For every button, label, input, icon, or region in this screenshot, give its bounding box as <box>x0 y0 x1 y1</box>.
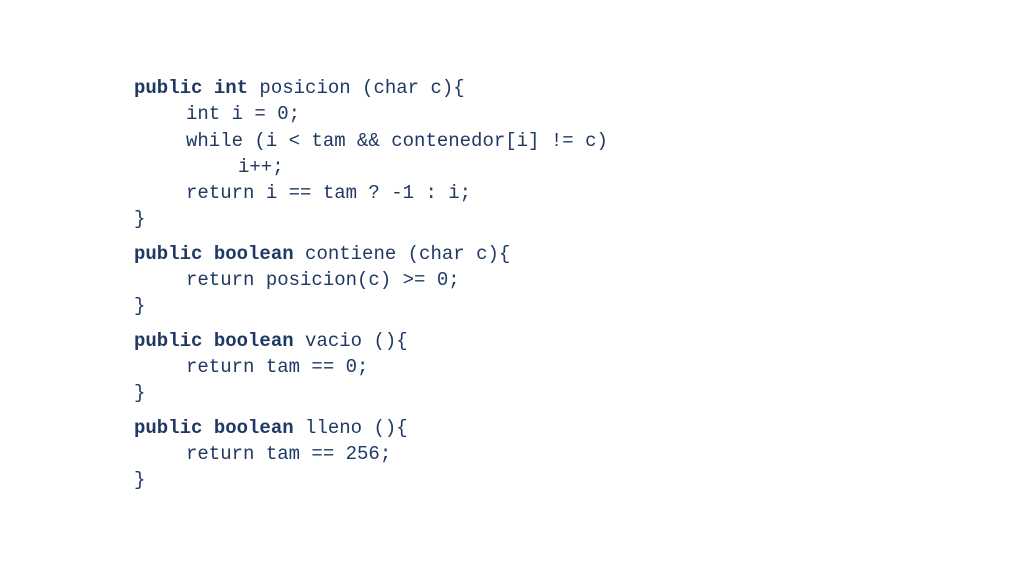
code-keyword: public int <box>134 77 249 99</box>
code-signature-rest: contiene (char c){ <box>293 242 511 265</box>
method-posicion: public int posicion (char c){ int i = 0;… <box>134 75 608 233</box>
code-line-close: } <box>134 469 146 492</box>
method-lleno: public boolean lleno (){ return tam == 2… <box>134 415 608 494</box>
code-block: public int posicion (char c){ int i = 0;… <box>134 75 608 493</box>
code-line-signature: public int posicion (char c){ <box>134 75 608 101</box>
code-line: return posicion(c) >= 0; <box>186 269 460 292</box>
code-line-close: } <box>134 295 146 318</box>
code-line: return i == tam ? -1 : i; <box>186 182 472 205</box>
code-signature-rest: posicion (char c){ <box>248 77 465 99</box>
code-line: int i = 0; <box>186 103 301 126</box>
code-keyword: public boolean <box>134 329 294 352</box>
code-line-signature: public boolean contiene (char c){ <box>134 241 608 267</box>
method-vacio: public boolean vacio (){ return tam == 0… <box>134 328 608 407</box>
code-line-signature: public boolean vacio (){ <box>134 328 608 354</box>
code-keyword: public boolean <box>134 416 294 439</box>
code-line: return tam == 256; <box>186 442 392 465</box>
code-keyword: public boolean <box>134 242 294 265</box>
code-signature-rest: vacio (){ <box>293 329 408 352</box>
method-contiene: public boolean contiene (char c){ return… <box>134 241 608 320</box>
code-line: while (i < tam && contenedor[i] != c) <box>186 129 608 152</box>
code-line-close: } <box>134 208 146 231</box>
code-line-signature: public boolean lleno (){ <box>134 415 608 441</box>
code-line: i++; <box>238 155 284 178</box>
code-line: return tam == 0; <box>186 355 369 378</box>
code-signature-rest: lleno (){ <box>293 416 408 439</box>
code-line-close: } <box>134 382 146 405</box>
